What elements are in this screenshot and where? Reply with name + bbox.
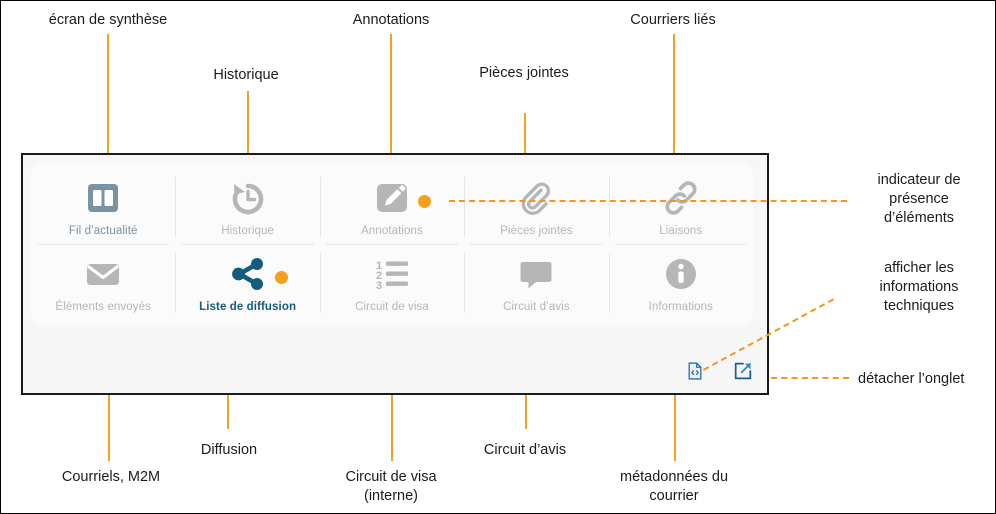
callout-diffusion: Diffusion [200,442,258,458]
leader-line-metadonnees [674,395,676,461]
tab-bar-screenshot-frame: Fil d’actualité Historique [21,153,769,395]
tab-label: Pièces jointes [500,224,573,237]
paperclip-icon [522,182,551,215]
detach-tab-icon[interactable] [733,361,753,381]
share-nodes-icon [231,257,263,290]
tab-panel: Fil d’actualité Historique [31,161,753,327]
tab-fil-dactualite[interactable]: Fil d’actualité [31,169,175,245]
speech-bubble-icon [520,261,552,288]
tab-elements-envoyes[interactable]: Éléments envoyés [31,245,175,321]
tab-label: Informations [648,300,714,313]
tab-label: Liste de diffusion [199,300,297,313]
tab-label: Fil d’actualité [68,224,138,237]
envelope-icon [87,263,120,285]
leader-dash-detach-tab [771,377,849,379]
callout-metadonnees-du-courrier: métadonnées du courrier [619,469,729,504]
tab-label: Circuit d’avis [503,300,570,313]
svg-text:1: 1 [376,260,382,272]
leader-dash-presence-indicator [449,200,847,202]
info-circle-icon [665,258,696,289]
tab-liaisons[interactable]: Liaisons [608,169,753,245]
leader-line-historique [247,91,249,153]
callout-indicateur-de-presence: indicateur de présence d’éléments [877,172,961,226]
presence-indicator-dot [275,271,289,284]
leader-line-annotations [390,34,392,153]
tab-label: Éléments envoyés [55,300,151,313]
leader-line-courriels-m2m [108,395,110,461]
tab-label: Annotations [361,224,423,237]
tab-tile-grid: Fil d’actualité Historique [31,169,753,321]
tab-informations[interactable]: Informations [608,245,753,321]
leader-line-ecran-de-synthese [107,34,109,153]
callout-circuit-davis: Circuit d’avis [483,442,567,458]
history-clock-icon [232,183,263,214]
tab-circuit-davis[interactable]: Circuit d’avis [464,245,608,321]
callout-circuit-de-visa: Circuit de visa (interne) [345,469,437,504]
leader-line-diffusion [227,395,229,429]
pencil-square-icon [376,183,407,212]
callout-courriels-m2m: Courriels, M2M [61,469,161,485]
callout-courriers-lies: Courriers liés [630,12,716,28]
link-chain-icon [665,180,697,215]
callout-ecran-de-synthese: écran de synthèse [48,12,168,28]
leader-line-courriers-lies [673,34,675,153]
dashboard-columns-icon [88,183,119,212]
technical-info-icon[interactable] [685,361,705,381]
leader-line-circuit-davis [525,395,527,429]
tab-liste-de-diffusion[interactable]: Liste de diffusion [175,245,319,321]
callout-pieces-jointes: Pièces jointes [479,65,569,81]
tab-pieces-jointes[interactable]: Pièces jointes [464,169,608,245]
tab-circuit-de-visa[interactable]: 1 2 3 Circuit de visa [319,245,464,321]
tab-label: Circuit de visa [355,300,429,313]
presence-indicator-dot [417,195,431,208]
tab-label: Liaisons [659,224,703,237]
tab-label: Historique [221,224,274,237]
tab-historique[interactable]: Historique [175,169,319,245]
leader-line-circuit-de-visa [391,395,393,461]
svg-text:3: 3 [376,280,382,292]
leader-line-pieces-jointes [524,113,526,153]
callout-informations-techniques: afficher les informations techniques [879,260,959,314]
svg-text:2: 2 [376,270,382,282]
tab-annotations[interactable]: Annotations [319,169,464,245]
callout-detacher-longlet: détacher l’onglet [858,371,965,387]
callout-annotations: Annotations [352,12,430,28]
frame-action-bar [685,361,753,381]
numbered-list-icon: 1 2 3 [376,260,408,292]
callout-historique: Historique [213,67,279,83]
